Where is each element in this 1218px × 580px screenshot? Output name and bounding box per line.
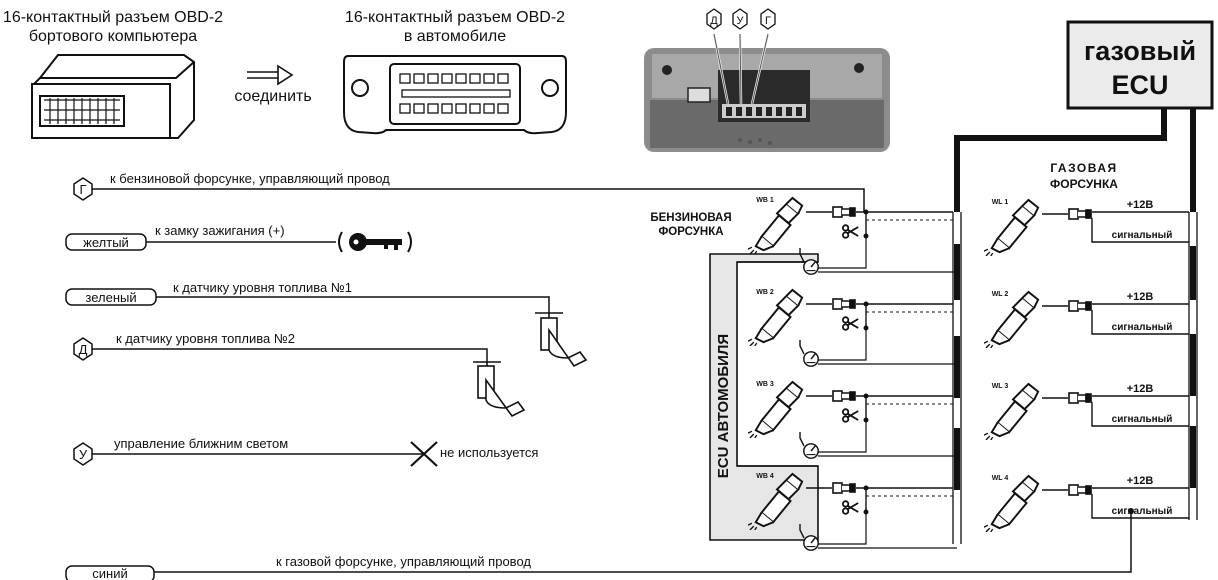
gas-injector-icon	[984, 474, 1040, 532]
wire-note-unused: не используется	[440, 445, 538, 460]
obd-car-title-1: 16-контактный разъем OBD-2	[345, 9, 565, 26]
signal-label: сигнальный	[1112, 230, 1173, 241]
arrow-right-icon	[247, 64, 294, 86]
wire-label-g: к бензиновой форсунке, управляющий прово…	[110, 171, 390, 186]
plus-12v-label: +12В	[1127, 291, 1154, 303]
wire-tag-yellow: желтый	[83, 235, 129, 250]
scissors-icon	[842, 500, 860, 515]
gas-connector-icon	[1068, 392, 1092, 404]
gas-injector-label: WL 1	[992, 199, 1009, 206]
obd-pc-title-2: бортового компьютера	[29, 28, 197, 45]
petrol-connector-icon	[832, 482, 856, 494]
petrol-injector-icon	[748, 196, 804, 254]
gas-ecu-title-1: газовый	[1084, 36, 1196, 66]
scissors-icon	[842, 224, 860, 239]
signal-label: сигнальный	[1112, 322, 1173, 333]
pin-label-d: Д	[710, 15, 718, 27]
car-ecu-label: ECU АВТОМОБИЛЯ	[715, 334, 732, 478]
injector-row-3	[748, 380, 1189, 459]
wire-label-d: к датчику уровня топлива №2	[116, 331, 295, 346]
wire-g	[73, 177, 865, 212]
device-photo	[644, 33, 890, 152]
wire-tag-u: У	[79, 447, 88, 462]
cross-icon	[410, 441, 438, 467]
connect-label: соединить	[234, 88, 311, 105]
gas-injector-icon	[984, 198, 1040, 256]
scissors-icon	[842, 316, 860, 331]
gas-injector-icon	[984, 382, 1040, 440]
ignition-key-icon	[338, 231, 412, 253]
wire-label-green: к датчику уровня топлива №1	[173, 280, 352, 295]
petrol-injector-label: WB 2	[756, 289, 774, 296]
ecu-driver-icon	[803, 351, 819, 367]
wire-label-blue: к газовой форсунке, управляющий провод	[276, 554, 531, 569]
scissors-icon	[842, 408, 860, 423]
fuel-level-sensor-1-icon	[535, 312, 588, 368]
wire-label-yellow: к замку зажигания (+)	[155, 223, 285, 238]
injector-row-2	[748, 288, 1189, 367]
ecu-driver-icon	[803, 535, 819, 551]
plus-12v-label: +12В	[1127, 475, 1154, 487]
wire-tag-g: Г	[79, 182, 86, 197]
gas-ecu-box	[1066, 20, 1214, 110]
obd-pc-title-1: 16-контактный разъем OBD-2	[3, 9, 223, 26]
petrol-injector-icon	[748, 288, 804, 346]
gas-harness	[954, 108, 1196, 212]
wire-u	[73, 442, 424, 466]
gas-connector-icon	[1068, 208, 1092, 220]
pin-badges	[706, 8, 776, 30]
wire-tag-d: Д	[79, 342, 88, 357]
plus-12v-label: +12В	[1127, 199, 1154, 211]
gas-injector-label: WL 3	[992, 383, 1009, 390]
blue-wire-junction	[1128, 508, 1134, 514]
ecu-driver-icon	[803, 259, 819, 275]
gas-connector-icon	[1068, 300, 1092, 312]
injector-row-4	[748, 472, 1189, 551]
wire-yellow	[65, 233, 336, 251]
car-ecu-box	[709, 253, 819, 541]
petrol-injector-icon	[748, 380, 804, 438]
petrol-connector-icon	[832, 390, 856, 402]
gas-injector-label: WL 4	[992, 475, 1009, 482]
signal-label: сигнальный	[1112, 414, 1173, 425]
signal-label: сигнальный	[1112, 506, 1173, 517]
petrol-injector-title-2: ФОРСУНКА	[658, 226, 723, 238]
gas-injector-label: WL 2	[992, 291, 1009, 298]
injector-row-1	[748, 196, 1189, 275]
wire-tag-blue: синий	[92, 566, 127, 580]
pin-label-g: Г	[765, 15, 771, 27]
petrol-injector-title-1: БЕНЗИНОВАЯ	[650, 212, 731, 224]
petrol-connector-icon	[832, 298, 856, 310]
gas-ecu-title-2: ECU	[1111, 70, 1168, 100]
gas-injector-title-2: ФОРСУНКА	[1050, 177, 1118, 191]
wire-label-u: управление ближним светом	[114, 436, 288, 451]
petrol-injector-label: WB 4	[756, 473, 774, 480]
pin-label-u: У	[737, 15, 745, 27]
harness-segments	[954, 244, 1196, 490]
obd-car-connector-icon	[343, 55, 567, 135]
obd-car-title-2: в автомобиле	[404, 28, 506, 45]
injector-rows: WB 1 WL 1 +12В сигнальный WB 2 WL 2 +12В сигнал…	[748, 196, 1189, 551]
gas-injector-title-1: ГАЗОВАЯ	[1050, 161, 1117, 175]
wire-green	[65, 288, 550, 313]
gas-injector-icon	[984, 290, 1040, 348]
ecu-driver-icon	[803, 443, 819, 459]
gas-connector-icon	[1068, 484, 1092, 496]
obd-pc-connector-icon	[31, 54, 195, 139]
petrol-connector-icon	[832, 206, 856, 218]
wire-d	[73, 337, 488, 362]
plus-12v-label: +12В	[1127, 383, 1154, 395]
petrol-injector-label: WB 1	[756, 197, 774, 204]
wire-tag-green: зеленый	[85, 290, 136, 305]
wire-blue	[65, 511, 1132, 580]
petrol-injector-label: WB 3	[756, 381, 774, 388]
fuel-level-sensor-2-icon	[473, 361, 526, 418]
